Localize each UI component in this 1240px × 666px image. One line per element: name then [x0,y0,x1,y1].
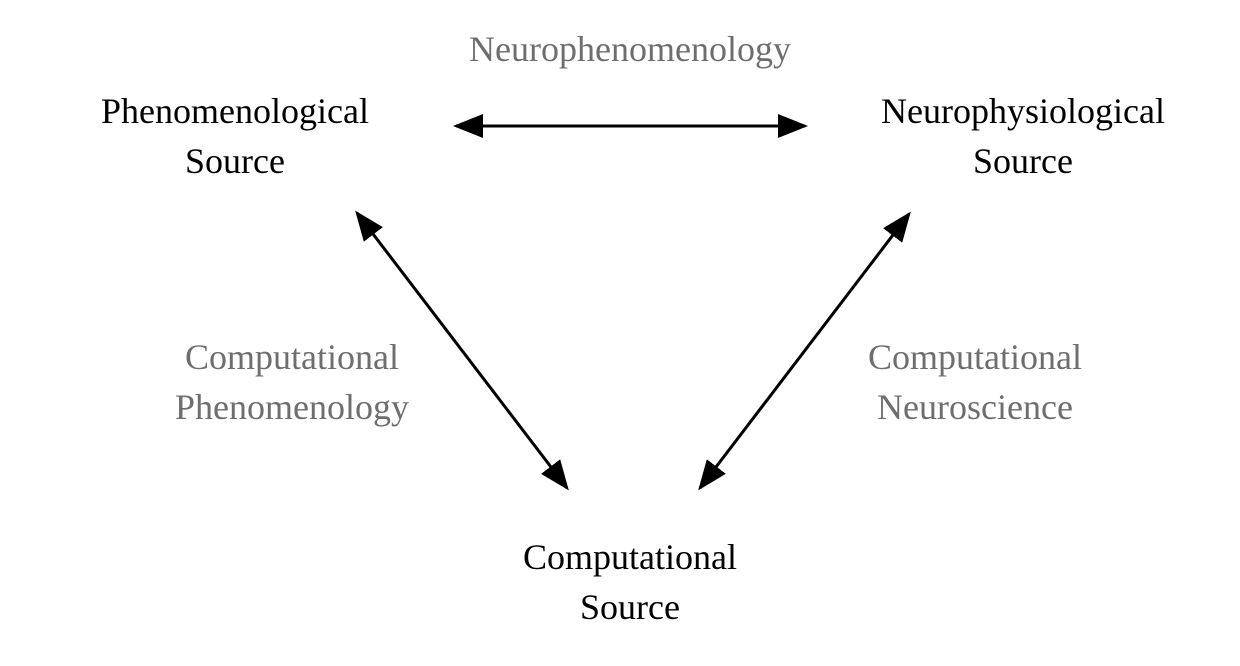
arrow-phenomenological-computational [355,210,569,491]
relation-computational-neuroscience: Computational Neuroscience [810,332,1140,432]
node-computational-line1: Computational [523,537,737,577]
arrow-neurophysiological-computational [698,211,911,491]
node-phenomenological-line2: Source [185,141,285,181]
relation-neurophenomenology: Neurophenomenology [420,24,840,74]
node-neurophysiological-line1: Neurophysiological [881,91,1165,131]
node-computational-line2: Source [580,587,680,627]
relation-left-line1: Computational [185,337,399,377]
node-phenomenological-line1: Phenomenological [101,91,369,131]
relation-top-line1: Neurophenomenology [469,29,791,69]
node-phenomenological-source: Phenomenological Source [60,86,410,186]
relation-computational-phenomenology: Computational Phenomenology [120,332,464,432]
relation-right-line2: Neuroscience [877,387,1073,427]
node-computational-source: Computational Source [470,532,790,632]
relation-left-line2: Phenomenology [175,387,409,427]
node-neurophysiological-line2: Source [973,141,1073,181]
relation-right-line1: Computational [868,337,1082,377]
node-neurophysiological-source: Neurophysiological Source [840,86,1206,186]
